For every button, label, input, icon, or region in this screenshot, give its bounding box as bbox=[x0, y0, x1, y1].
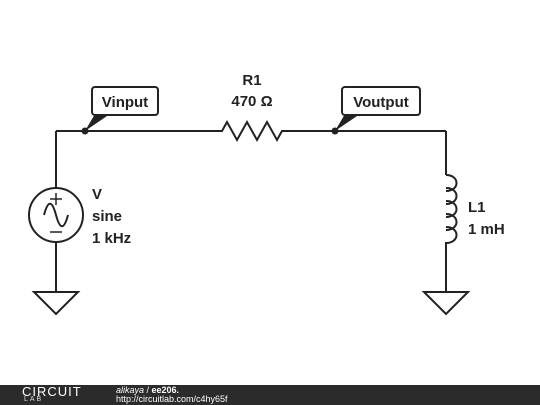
circuit-url[interactable]: http://circuitlab.com/c4hy65f bbox=[116, 394, 228, 404]
inductor-value: 1 mH bbox=[468, 221, 505, 238]
source-frequency: 1 kHz bbox=[92, 230, 131, 247]
credit-separator: / bbox=[144, 385, 152, 395]
project-name[interactable]: ee206. bbox=[151, 385, 180, 395]
credit-line: alikaya / ee206. bbox=[116, 386, 179, 395]
inductor-l1 bbox=[445, 174, 458, 253]
inductor-name: L1 bbox=[468, 199, 486, 216]
author-name[interactable]: alikaya bbox=[116, 385, 145, 395]
sine-symbol bbox=[43, 202, 69, 228]
resistor-name: R1 bbox=[242, 72, 261, 89]
voutput-label: Voutput bbox=[353, 94, 409, 111]
circuitlab-logo[interactable]: CIRCUIT LAB bbox=[22, 384, 92, 405]
ground-right bbox=[421, 291, 471, 316]
resistor-value: 470 Ω bbox=[231, 93, 272, 110]
node-tag-voutput: Voutput bbox=[335, 86, 421, 131]
ground-left bbox=[31, 291, 81, 316]
logo-wordmark: CIRCUIT bbox=[22, 384, 82, 399]
circuit-schematic: Vinput Voutput R1 470 Ω V sine 1 kHz L1 … bbox=[28, 72, 505, 316]
logo-sub: LAB bbox=[24, 396, 44, 403]
footer-bar: CIRCUIT LAB alikaya / ee206. http://circ… bbox=[0, 384, 540, 405]
source-name: V bbox=[92, 186, 102, 203]
voltage-source bbox=[28, 187, 84, 243]
source-type: sine bbox=[92, 208, 122, 225]
vinput-label: Vinput bbox=[102, 94, 148, 111]
resistor-r1 bbox=[218, 119, 285, 143]
node-tag-vinput: Vinput bbox=[85, 86, 159, 131]
